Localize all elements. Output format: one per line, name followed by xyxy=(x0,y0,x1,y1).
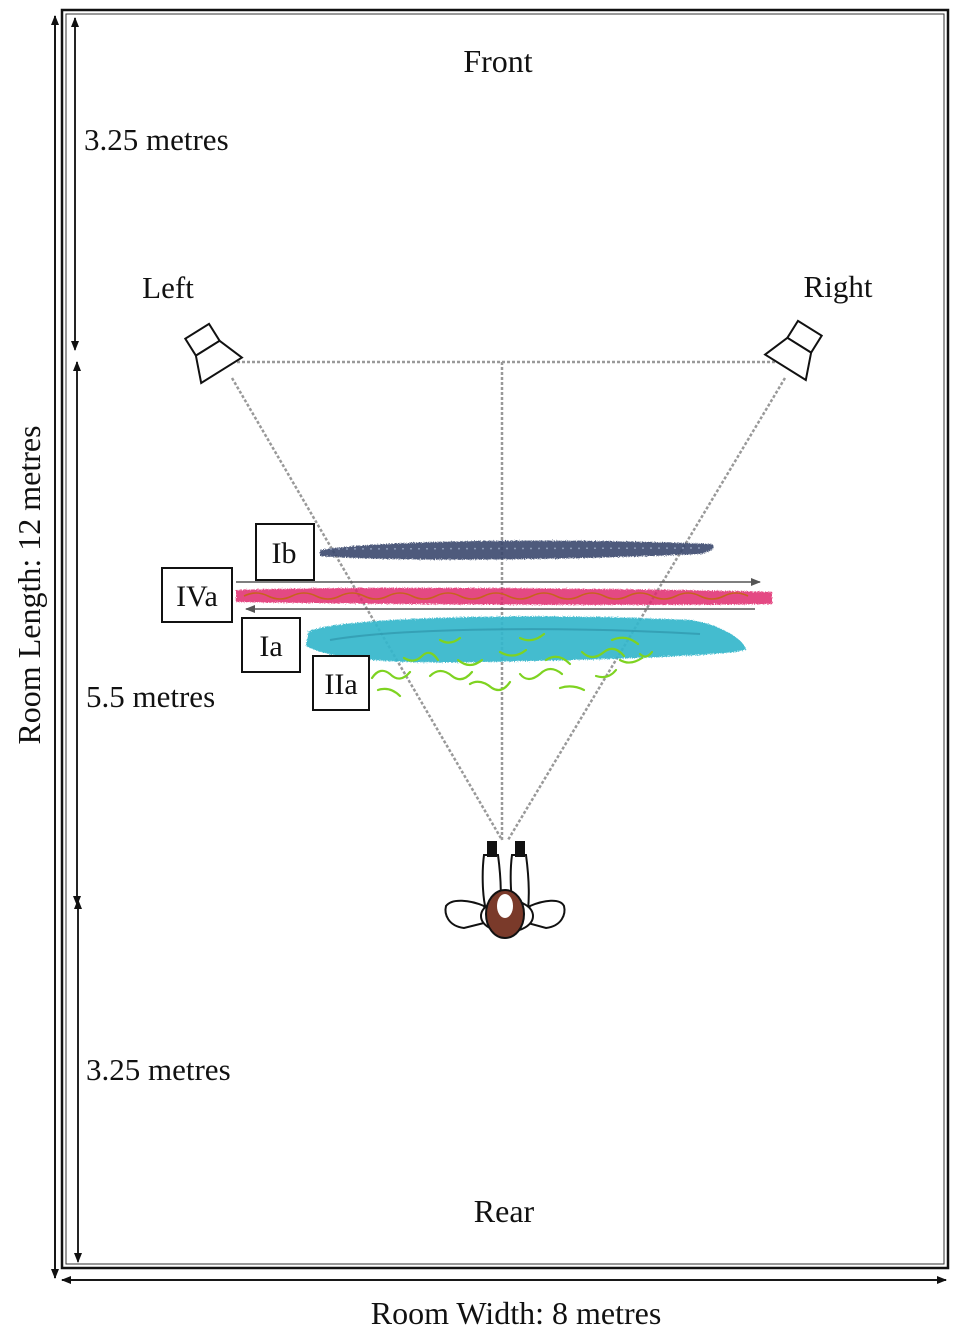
right-speaker-label: Right xyxy=(804,269,873,304)
front-segment-label: 3.25 metres xyxy=(84,122,229,157)
iva-band-texture xyxy=(243,592,749,600)
iva-label-box: IVa xyxy=(161,567,233,623)
front-label: Front xyxy=(463,43,532,79)
iia-scribbles xyxy=(370,632,654,698)
ib-label: Ib xyxy=(272,537,297,570)
iia-label: IIa xyxy=(324,668,357,701)
ia-label-box: Ia xyxy=(241,617,301,673)
middle-segment-label: 5.5 metres xyxy=(86,679,215,714)
ia-label: Ia xyxy=(259,630,282,663)
ia-band-texture xyxy=(329,628,701,641)
room-width-label: Room Width: 8 metres xyxy=(371,1295,662,1331)
right-speaker-icon xyxy=(763,319,824,382)
listener-icon xyxy=(444,841,566,939)
left-speaker-icon xyxy=(183,322,244,385)
ib-label-box: Ib xyxy=(255,523,315,581)
room-outline xyxy=(60,8,950,1270)
iva-label: IVa xyxy=(176,580,218,613)
ib-band-texture xyxy=(329,547,701,550)
rear-label: Rear xyxy=(474,1193,535,1229)
left-speaker-label: Left xyxy=(142,270,194,305)
iva-band xyxy=(236,587,772,605)
room-outline-inner xyxy=(65,13,945,1265)
iia-label-box: IIa xyxy=(312,655,370,711)
rear-segment-label: 3.25 metres xyxy=(86,1052,231,1087)
ib-band xyxy=(320,540,714,560)
room-length-label: Room Length: 12 metres xyxy=(11,425,47,744)
